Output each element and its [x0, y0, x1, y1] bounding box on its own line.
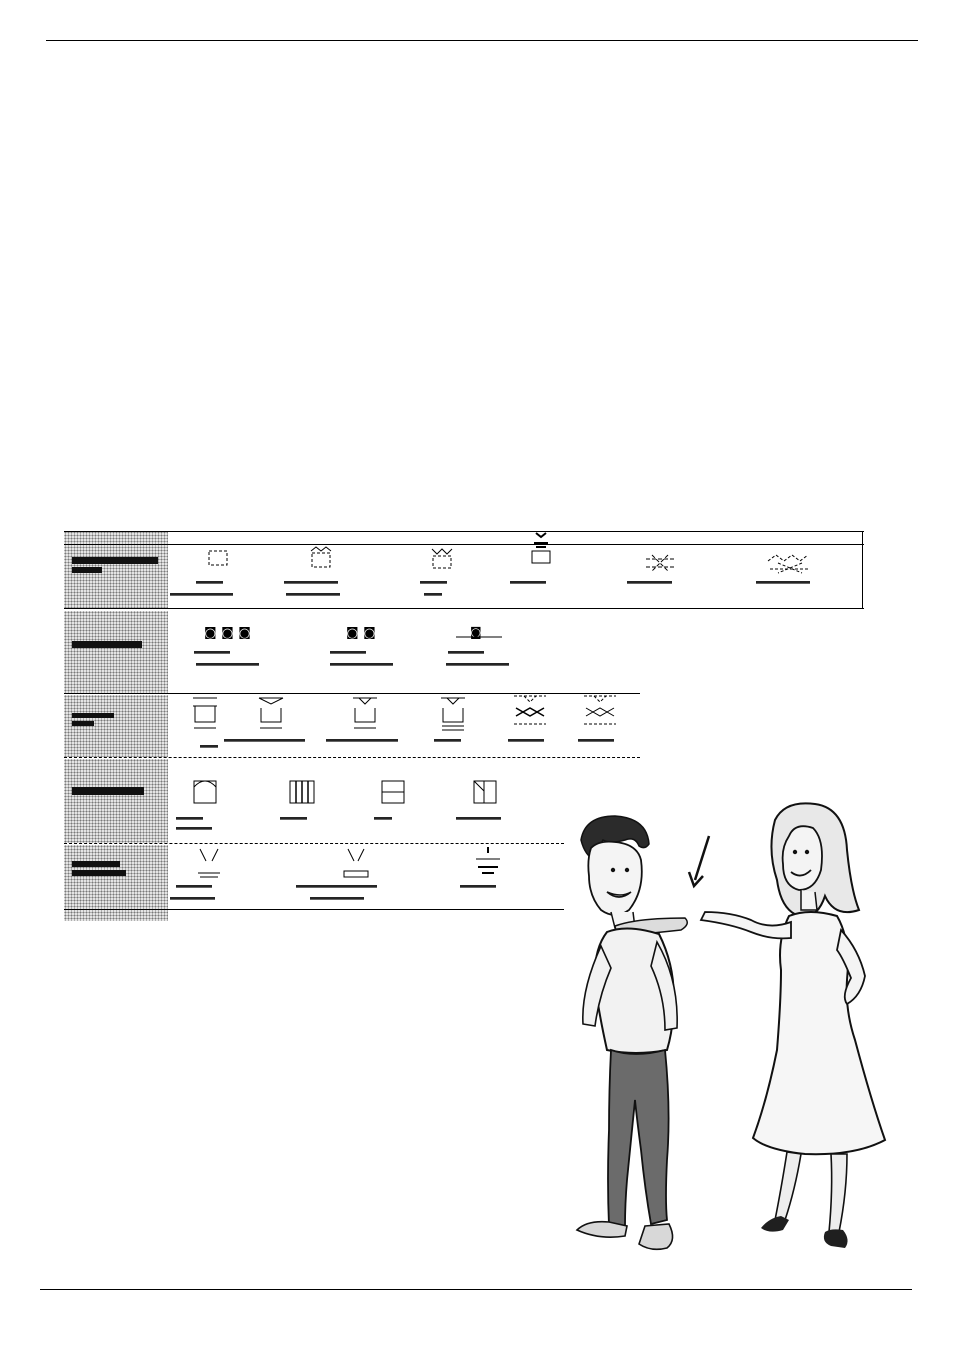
iron-low-icon — [194, 847, 224, 881]
footer-rule — [40, 1289, 912, 1290]
wash-tub-bleach-icon — [256, 696, 286, 732]
iron-medium-icon — [340, 847, 372, 881]
caption-bar: ▬▬▬▬ — [176, 883, 212, 893]
tumble-dry-low-icon: ◙ ◙ — [344, 625, 384, 639]
caption-bar: ▬▬▬▬ — [176, 825, 212, 835]
do-not-dry-clean-icon — [642, 551, 678, 575]
caption-bar: ▬▬▬▬▬▬▬ — [330, 661, 393, 671]
caption-bar: ▬▬▬▬▬▬▬▬▬ — [296, 883, 377, 893]
caption-bar: ▬▬▬▬▬▬▬ — [170, 591, 233, 601]
caption-bar: ▬▬▬▬ — [194, 649, 230, 659]
row-label-shade — [64, 759, 168, 843]
wash-tub-gentle-icon — [438, 696, 468, 732]
dry-clean-a-icon — [204, 547, 232, 569]
caption-bar: ▬▬▬▬ — [510, 579, 546, 589]
wash-tub-mild-icon — [350, 696, 380, 732]
wet-clean-icon — [526, 531, 556, 567]
arrow-down-left-icon — [687, 835, 711, 889]
row-label-shade — [64, 695, 168, 757]
row-label-ironing — [72, 861, 167, 876]
row-label-washing — [72, 713, 167, 726]
wash-tub-icon — [190, 696, 220, 732]
table-rule — [64, 843, 564, 844]
table-rule — [64, 909, 564, 910]
svg-text:◙ ◙: ◙ ◙ — [346, 626, 376, 639]
caption-bar: ▬▬▬ — [176, 815, 203, 825]
drip-dry-icon — [286, 777, 318, 807]
row-label-shade — [64, 845, 168, 921]
table-rule — [64, 608, 864, 609]
caption-bar: ▬▬ — [424, 591, 442, 601]
dry-in-shade-icon — [470, 777, 500, 807]
row-label-shade — [64, 611, 168, 693]
do-not-tumble-dry-icon: ◙ — [454, 625, 504, 639]
caption-bar: ▬▬▬▬▬ — [627, 579, 672, 589]
caption-bar: ▬▬▬▬ — [508, 737, 544, 747]
care-label-table: ▬▬▬ ▬▬▬▬▬▬▬ ▬▬▬▬▬▬ ▬▬▬▬▬▬ ▬▬▬ ▬▬ ▬▬▬▬ ▬▬… — [64, 531, 864, 921]
row-label-professional-care — [72, 557, 167, 573]
caption-bar: ▬▬▬ — [434, 737, 461, 747]
line-dry-icon — [190, 777, 220, 807]
svg-text:◙: ◙ — [470, 625, 482, 639]
do-not-wash-icon — [580, 694, 620, 732]
row-label-tumble-drying — [72, 641, 167, 648]
caption-bar: ▬▬▬▬▬ — [456, 815, 501, 825]
caption-bar: ▬▬▬ — [280, 815, 307, 825]
table-rule — [64, 757, 640, 758]
table-rule — [64, 693, 640, 694]
dry-flat-icon — [378, 777, 408, 807]
table-rule — [64, 531, 864, 532]
tumble-dry-dots-icon: ◙ ◙ ◙ — [202, 625, 262, 639]
caption-bar: ▬▬▬▬▬▬ — [310, 895, 364, 905]
table-border — [862, 531, 863, 609]
caption-bar: ▬▬▬▬▬▬▬ — [446, 661, 509, 671]
caption-bar: ▬▬▬▬▬▬▬▬▬ — [224, 737, 305, 747]
do-not-wet-clean-icon — [764, 551, 816, 575]
table-rule — [64, 544, 864, 545]
wash-hand-icon — [510, 694, 550, 732]
caption-bar: ▬▬▬▬▬ — [170, 895, 215, 905]
caption-bar: ▬▬▬▬▬▬▬ — [196, 661, 259, 671]
svg-text:◙ ◙ ◙: ◙ ◙ ◙ — [204, 626, 251, 639]
header-rule — [46, 40, 918, 41]
woman-figure — [699, 802, 887, 1248]
caption-bar: ▬▬ — [200, 743, 218, 753]
row-label-drying — [72, 787, 167, 795]
dry-clean-f-icon — [428, 545, 456, 571]
caption-bar: ▬▬▬▬▬▬▬▬ — [326, 737, 398, 747]
caption-bar: ▬▬ — [374, 815, 392, 825]
caption-bar: ▬▬▬▬▬▬ — [286, 591, 340, 601]
caption-bar: ▬▬▬▬▬▬ — [284, 579, 338, 589]
dry-clean-p-icon — [307, 545, 335, 569]
caption-bar: ▬▬▬ — [420, 579, 447, 589]
caption-bar: ▬▬▬▬ — [330, 649, 366, 659]
caption-bar: ▬▬▬▬ — [460, 883, 496, 893]
iron-steam-icon — [468, 845, 508, 885]
caption-bar: ▬▬▬ — [196, 579, 223, 589]
caption-bar: ▬▬▬▬▬▬ — [756, 579, 810, 589]
man-figure — [575, 815, 688, 1251]
caption-bar: ▬▬▬▬ — [448, 649, 484, 659]
couple-illustration — [555, 800, 915, 1280]
caption-bar: ▬▬▬▬ — [578, 737, 614, 747]
